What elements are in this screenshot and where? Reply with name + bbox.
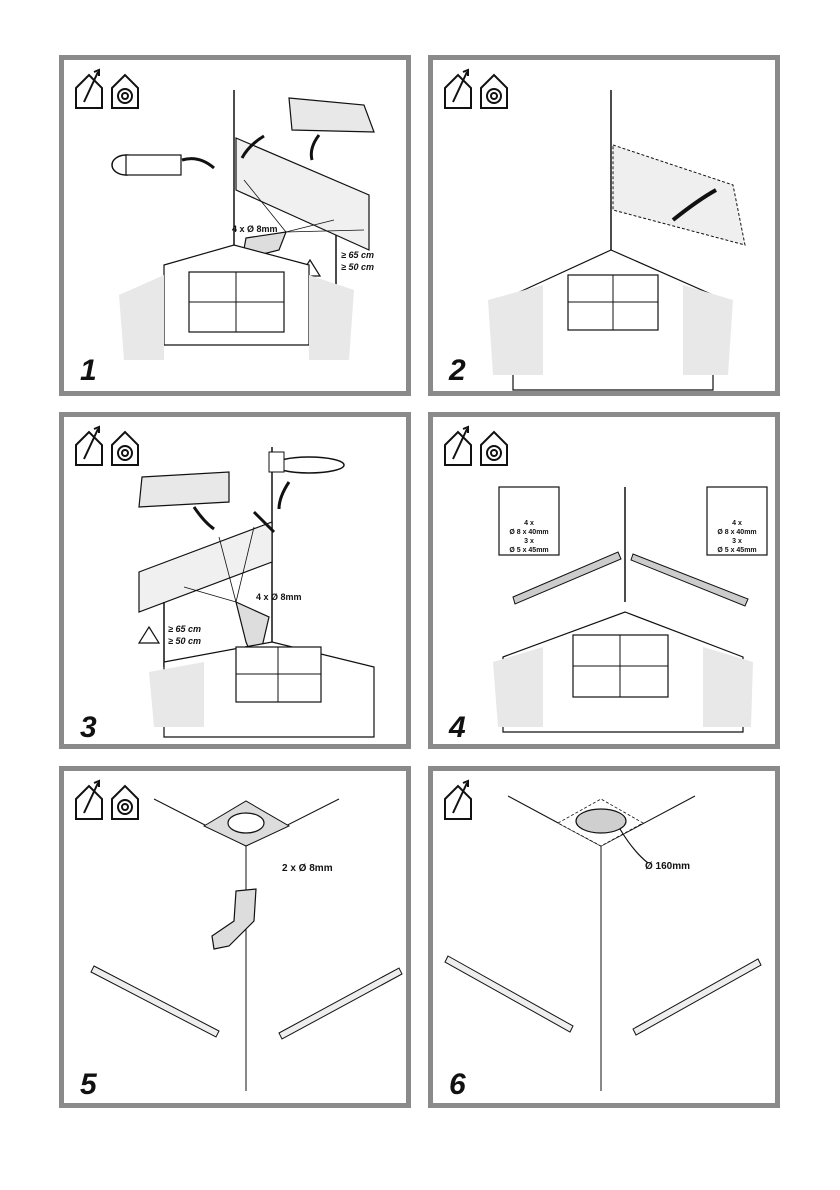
fixing-left-screws: 3 x [524, 538, 534, 545]
house-recirculation-icon [480, 73, 508, 109]
step-2-illustration [444, 68, 746, 391]
height-electric-label: ≥ 65 cm [341, 250, 374, 260]
step-number: 5 [80, 1068, 97, 1101]
fixing-kit-box-right [706, 486, 768, 556]
fixing-kit-box-left [498, 486, 560, 556]
height-electric-label: ≥ 65 cm [168, 624, 201, 634]
fixing-left-plugs: 4 x [524, 520, 534, 527]
step-4-illustration: 4 x Ø 8 x 40mm 3 x Ø 5 x 45mm 4 x Ø 8 x … [444, 425, 768, 733]
step-number: 4 [449, 711, 466, 744]
drill-label: 4 x Ø 8mm [232, 224, 278, 234]
step-number: 1 [80, 354, 97, 387]
house-arrow-icon [444, 425, 472, 466]
house-arrow-icon [444, 779, 472, 820]
step-number: 3 [80, 711, 97, 744]
step-panel-1: 4 x Ø 8mm ≥ 65 cm ≥ 50 cm 1 [59, 55, 411, 396]
house-recirculation-icon [111, 73, 139, 109]
fixing-left-plug-size: Ø 8 x 40mm [509, 529, 548, 536]
step-1-illustration: 4 x Ø 8mm ≥ 65 cm ≥ 50 cm [75, 68, 375, 360]
house-recirculation-icon [480, 430, 508, 466]
step-6-illustration: Ø 160mm [444, 779, 762, 1091]
drill-label: 2 x Ø 8mm [282, 863, 333, 874]
warning-triangle-icon [137, 625, 161, 644]
fixing-right-screw-size: Ø 5 x 45mm [717, 547, 756, 554]
step-number: 6 [449, 1068, 466, 1101]
house-arrow-icon [444, 68, 472, 109]
height-gas-label: ≥ 50 cm [341, 262, 374, 272]
step-number: 2 [449, 354, 466, 387]
fixing-left-screw-size: Ø 5 x 45mm [509, 547, 548, 554]
height-gas-label: ≥ 50 cm [168, 636, 201, 646]
fixing-right-plugs: 4 x [732, 520, 742, 527]
house-recirculation-icon [111, 784, 139, 820]
step-5-illustration: 2 x Ø 8mm [75, 779, 403, 1091]
duct-hole [575, 808, 627, 834]
house-arrow-icon [75, 779, 103, 820]
fixing-right-plug-size: Ø 8 x 40mm [717, 529, 756, 536]
fixing-right-screws: 3 x [732, 538, 742, 545]
hole-diameter-label: Ø 160mm [645, 861, 690, 872]
step-panel-3: 4 x Ø 8mm ≥ 65 cm ≥ 50 cm 3 [59, 412, 411, 749]
step-panel-4: 4 x Ø 8 x 40mm 3 x Ø 5 x 45mm 4 x Ø 8 x … [428, 412, 780, 749]
step-panel-6: Ø 160mm 6 [428, 766, 780, 1108]
house-arrow-icon [75, 68, 103, 109]
house-arrow-icon [75, 425, 103, 466]
step-panel-5: 2 x Ø 8mm 5 [59, 766, 411, 1108]
drill-label: 4 x Ø 8mm [256, 592, 302, 602]
house-recirculation-icon [111, 430, 139, 466]
step-panel-2: 2 [428, 55, 780, 396]
step-3-illustration: 4 x Ø 8mm ≥ 65 cm ≥ 50 cm [75, 425, 375, 738]
